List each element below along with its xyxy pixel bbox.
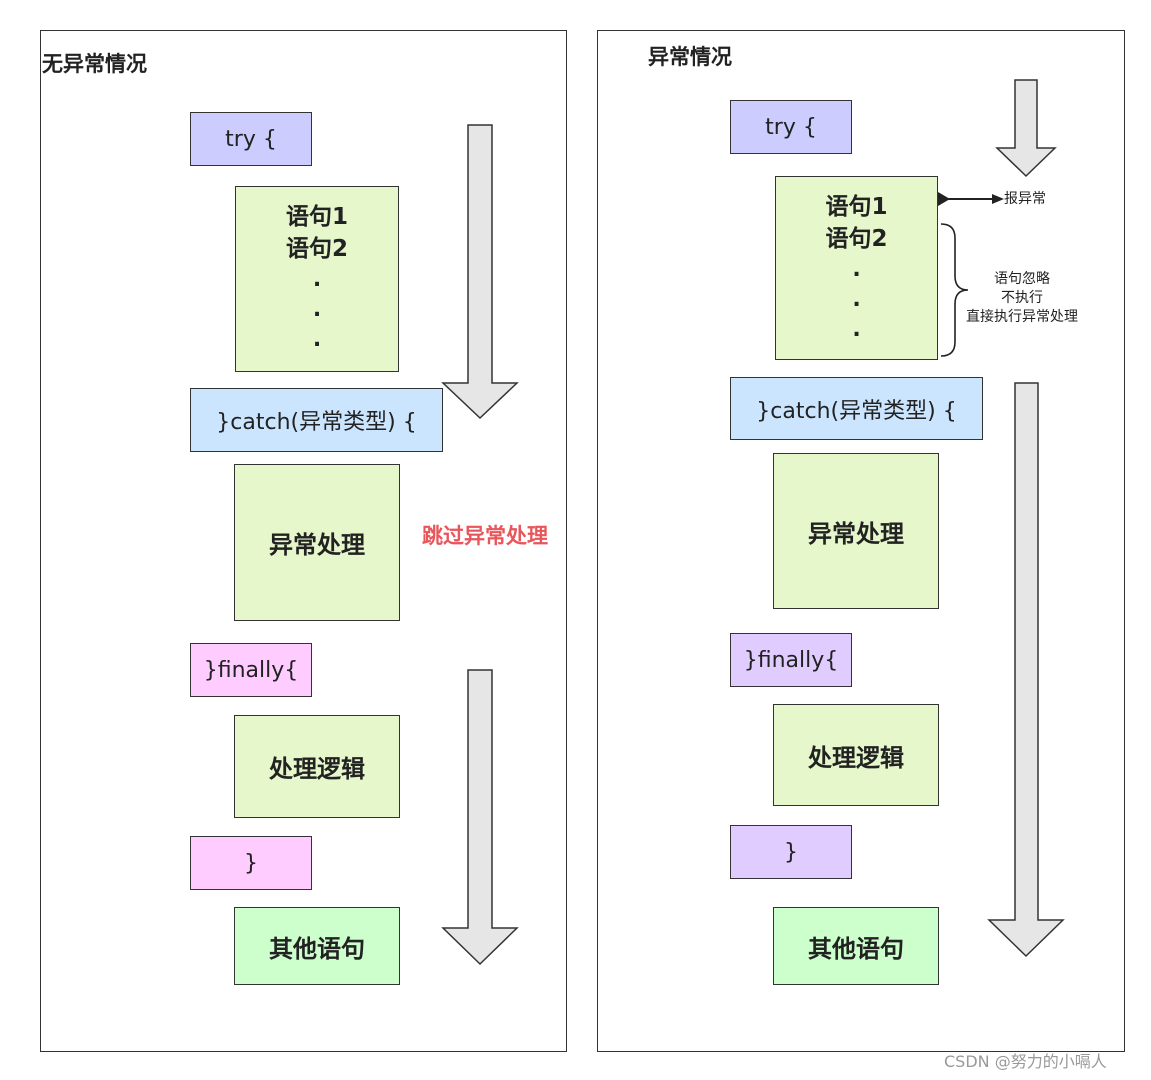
left-flow-arrow-bottom (441, 669, 519, 966)
right-panel-title: 异常情况 (648, 45, 732, 69)
right-statements-box: 语句1 语句2 . . . (775, 176, 938, 360)
right-close-box: } (730, 825, 852, 879)
right-statement-2: 语句2 (825, 226, 888, 252)
right-dot-2: . (852, 287, 861, 312)
left-skip-note: 跳过异常处理 (422, 524, 548, 548)
left-logic-box: 处理逻辑 (234, 715, 400, 818)
right-dot-3: . (852, 317, 861, 342)
right-dot-1: . (852, 257, 861, 282)
right-flow-arrow (987, 382, 1065, 958)
right-ignore-note: 语句忽略 不执行 直接执行异常处理 (958, 270, 1086, 327)
left-finally-box: }finally{ (190, 643, 312, 697)
report-arrow-head (992, 194, 1004, 204)
right-report-label: 报异常 (1004, 191, 1046, 207)
right-catch-box: }catch(异常类型) { (730, 377, 983, 440)
right-entry-arrow (995, 79, 1057, 178)
left-dot-3: . (312, 327, 322, 352)
left-other-box: 其他语句 (234, 907, 400, 985)
right-other-box: 其他语句 (773, 907, 939, 985)
report-arrow-tail (938, 192, 950, 206)
right-ignore-note-line-2: 不执行 (1001, 290, 1043, 306)
left-catch-box: }catch(异常类型) { (190, 388, 443, 452)
left-panel-title: 无异常情况 (42, 52, 147, 76)
right-logic-box: 处理逻辑 (773, 704, 939, 806)
left-handle-box: 异常处理 (234, 464, 400, 621)
watermark: CSDN @努力的小嗝人 (944, 1052, 1107, 1071)
right-statement-1: 语句1 (825, 194, 888, 220)
left-dot-2: . (312, 297, 322, 322)
right-ignore-note-line-1: 语句忽略 (994, 271, 1050, 287)
left-statement-2: 语句2 (285, 236, 348, 262)
left-try-box: try { (190, 112, 312, 166)
right-ignore-note-line-3: 直接执行异常处理 (966, 309, 1078, 325)
right-try-box: try { (730, 100, 852, 154)
right-finally-box: }finally{ (730, 633, 852, 687)
left-statement-1: 语句1 (285, 204, 348, 230)
left-statements-box: 语句1 语句2 . . . (235, 186, 399, 372)
ignore-brace (940, 223, 969, 357)
left-close-box: } (190, 836, 312, 890)
right-handle-box: 异常处理 (773, 453, 939, 609)
left-dot-1: . (312, 267, 322, 292)
left-flow-arrow-top (441, 124, 519, 420)
